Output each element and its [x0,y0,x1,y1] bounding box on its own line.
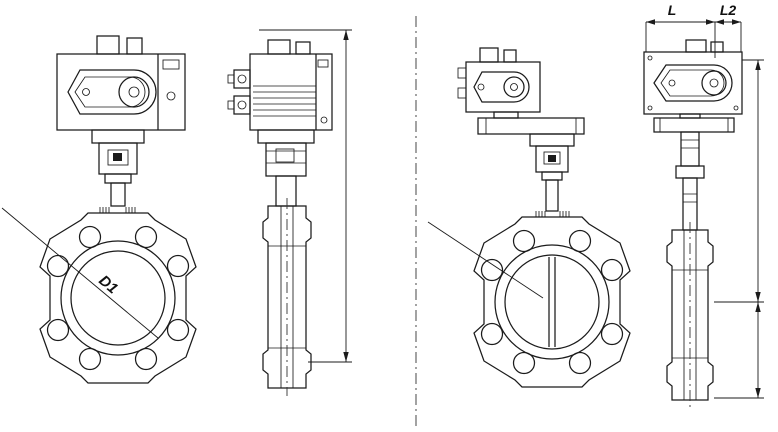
bolt-holes-front-right [480,229,624,375]
bracket-stem-front-right [529,133,575,217]
leader-line-right [427,221,544,299]
butterfly-valve-body-side-right [666,222,714,408]
serration-marks [535,211,570,217]
dimension-label-d1: D1 [95,272,121,297]
mounting-flange-front-right [477,117,585,135]
cooling-fins [253,85,316,117]
stem-side-right [675,131,705,231]
dimension-d1: D1 [1,207,159,339]
dimension-label-l2: L2 [720,2,737,18]
actuator-front-left [56,35,186,131]
arrowhead-down [343,352,349,362]
arrowhead-up [343,30,349,40]
actuator-side-right [643,39,743,119]
butterfly-valve-body-front-right [427,216,631,388]
butterfly-valve-body-side-left [262,198,312,396]
valve-side-left-view [227,29,352,396]
valve-front-left-view: D1 [1,35,197,384]
valve-front-right-view [427,47,631,388]
bolt-holes-front-left [46,225,190,371]
height-dimension-left [259,29,352,363]
actuator-side-left [227,39,333,131]
bracket-stem-side-left [257,129,315,207]
actuator-front-right [457,47,541,119]
dimension-label-l: L [668,2,677,18]
dimension-l: L [645,2,716,58]
valve-side-right-view: L L2 [643,2,764,408]
butterfly-valve-body-front-left [39,212,197,384]
bracket-stem-front-left [91,129,145,213]
d1-leader-line [1,207,159,339]
dimension-l2: L2 [715,2,742,52]
serration-marks [99,207,136,213]
mounting-flange-side-right [653,117,735,133]
height-dimension-right [714,59,764,399]
